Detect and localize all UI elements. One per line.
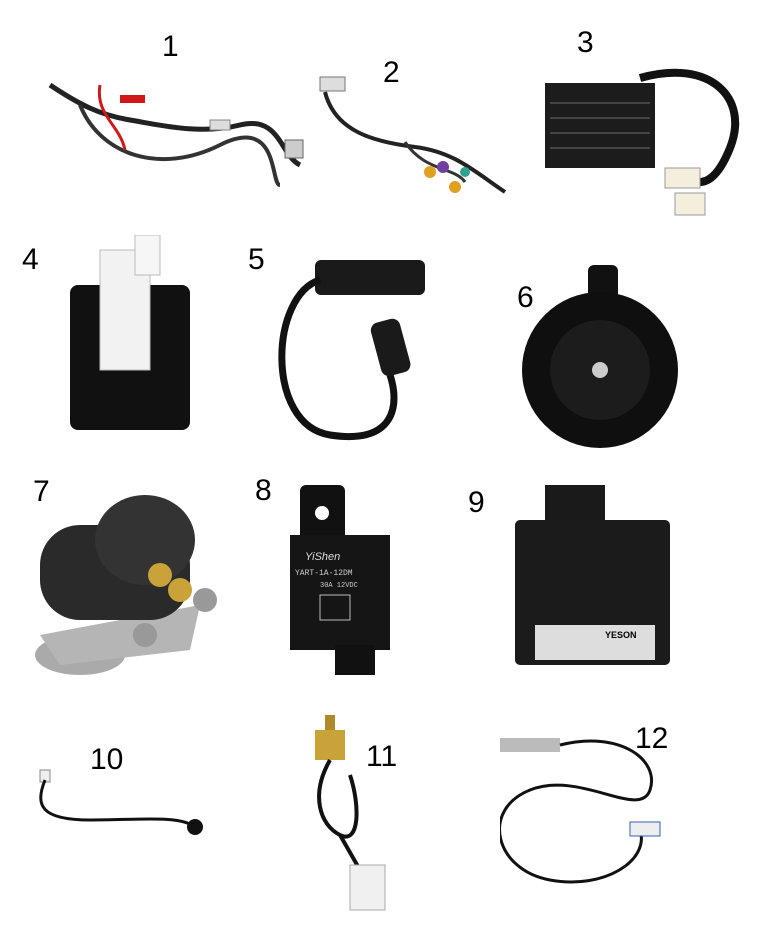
regulator-image (540, 58, 750, 228)
starter-solenoid-image (20, 485, 220, 675)
svg-text:30A 12VDC: 30A 12VDC (320, 582, 358, 590)
svg-text:YiShen: YiShen (305, 551, 340, 563)
item-number-8: 8 (255, 474, 272, 507)
item-number-11: 11 (366, 740, 398, 773)
flasher-relay-image (60, 235, 200, 435)
item-number-5: 5 (248, 243, 265, 276)
item-number-10: 10 (90, 743, 124, 776)
item-number-7: 7 (33, 475, 50, 508)
item-number-1: 1 (162, 30, 179, 63)
ecu-image: YESON (510, 485, 675, 675)
svg-text:YART-1A-12DM: YART-1A-12DM (295, 569, 353, 578)
wiring-harness-2-image (315, 72, 515, 197)
ignition-coil-image (270, 255, 440, 445)
item-number-3: 3 (577, 26, 594, 59)
sensor-cable-image (30, 765, 210, 840)
item-number-12: 12 (635, 722, 669, 755)
wiring-harness-1-image (40, 65, 310, 195)
item-number-9: 9 (468, 486, 485, 519)
item-number-4: 4 (22, 243, 39, 276)
temperature-sensor-image (300, 715, 400, 925)
oxygen-sensor-image (500, 730, 680, 890)
item-number-6: 6 (517, 281, 534, 314)
relay-image: YiShen YART-1A-12DM 30A 12VDC (290, 485, 390, 680)
item-number-2: 2 (383, 56, 400, 89)
horn-image (520, 265, 680, 455)
svg-text:YESON: YESON (605, 630, 637, 640)
